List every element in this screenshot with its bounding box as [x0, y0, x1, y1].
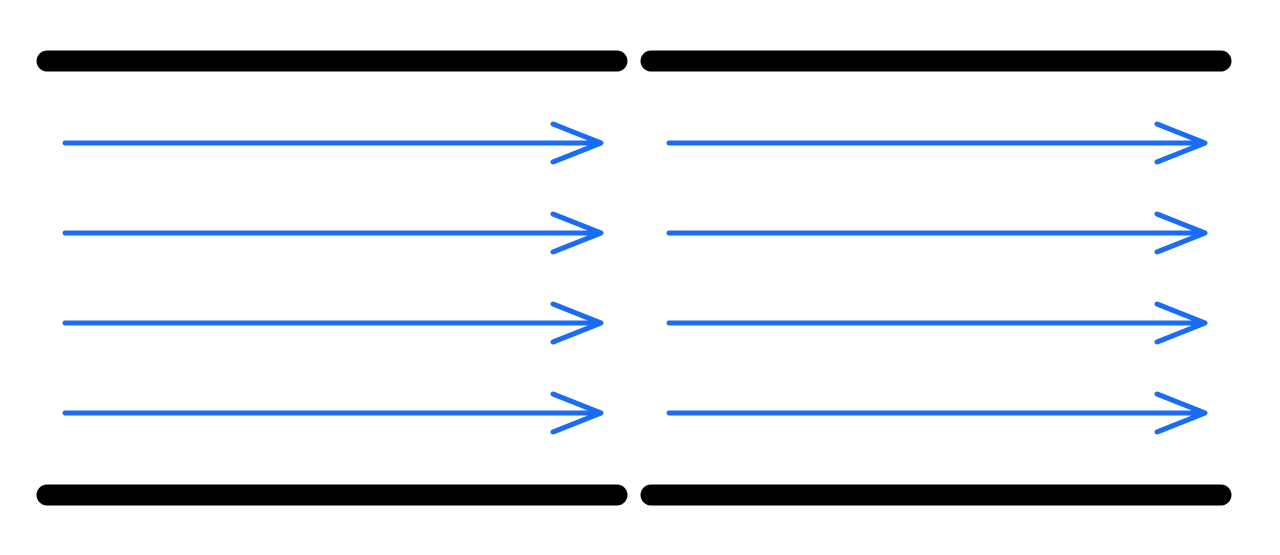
arrow-head	[550, 301, 604, 345]
panel-right	[640, 50, 1232, 506]
arrow-left-3	[62, 301, 604, 345]
arrow-head	[1154, 211, 1208, 255]
arrow-head	[550, 121, 604, 165]
arrow-left-4	[62, 391, 604, 435]
arrow-head	[550, 391, 604, 435]
arrow-right-4	[666, 391, 1208, 435]
arrow-right-2	[666, 211, 1208, 255]
arrows-right	[666, 121, 1208, 435]
arrow-head	[1154, 391, 1208, 435]
arrows-left	[62, 121, 604, 435]
arrow-right-1	[666, 121, 1208, 165]
arrow-right-3	[666, 301, 1208, 345]
arrow-head	[1154, 121, 1208, 165]
arrow-head	[550, 211, 604, 255]
arrow-left-1	[62, 121, 604, 165]
arrow-head	[1154, 301, 1208, 345]
panel-left	[36, 50, 628, 506]
arrow-left-2	[62, 211, 604, 255]
